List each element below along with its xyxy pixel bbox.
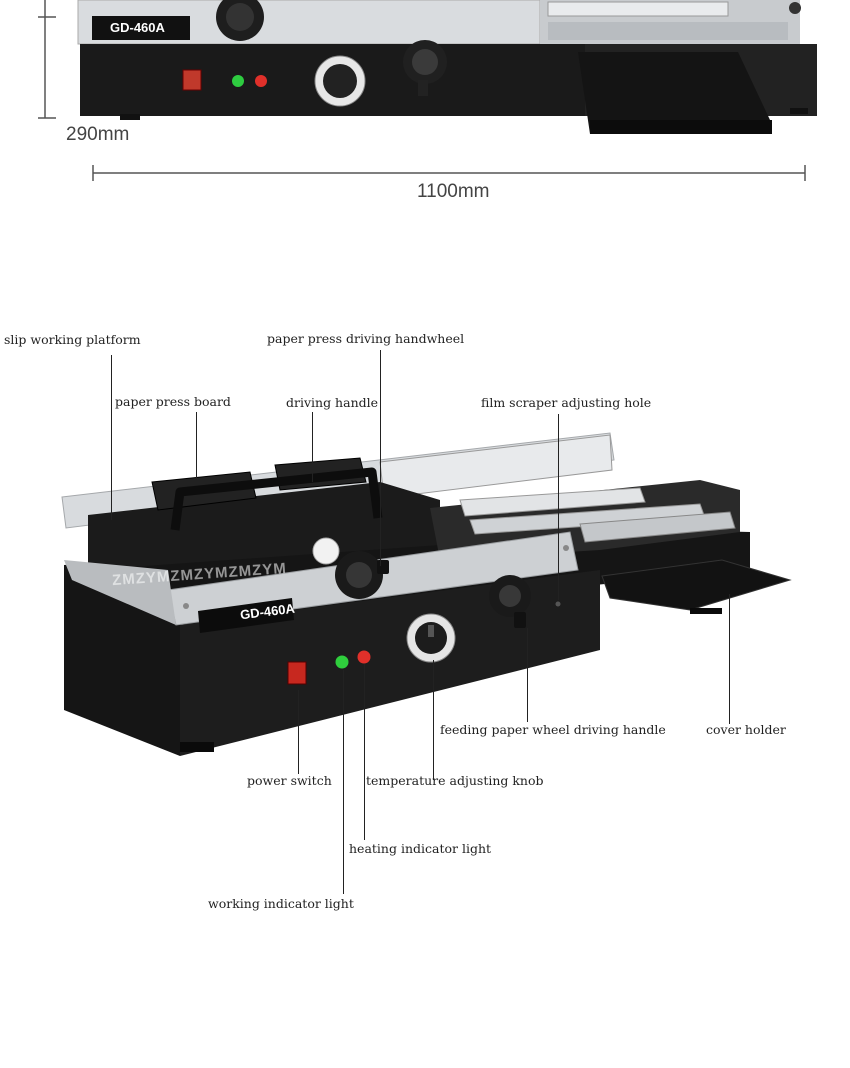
label-paper-press-board: paper press board (115, 394, 231, 409)
leader-power-switch (298, 690, 299, 774)
leader-slip-platform (111, 355, 112, 520)
leader-heating-light (364, 664, 365, 840)
top-machine-illustration (38, 0, 817, 181)
label-working-indicator-light: working indicator light (208, 896, 354, 911)
binding-machine-illustration (61, 432, 792, 756)
label-temperature-adjusting-knob: temperature adjusting knob (366, 773, 544, 788)
label-feeding-paper-wheel-driving-handle: feeding paper wheel driving handle (440, 722, 666, 737)
main-machine-view: GD-460A ZMZYMZMZYMZMZYM (0, 420, 850, 770)
leader-feed-handle (527, 628, 528, 722)
top-model-plate-text: GD-460A (110, 20, 165, 35)
label-film-scraper-adjusting-hole: film scraper adjusting hole (481, 395, 652, 410)
height-dimension-label: 290mm (66, 124, 130, 145)
label-heating-indicator-light: heating indicator light (349, 841, 492, 856)
leader-scraper-hole (558, 414, 559, 600)
label-cover-holder: cover holder (706, 722, 786, 737)
label-driving-handle: driving handle (286, 395, 379, 410)
label-paper-press-driving-handwheel: paper press driving handwheel (267, 331, 465, 346)
label-slip-working-platform: slip working platform (4, 332, 141, 347)
leader-working-light (343, 670, 344, 894)
top-machine-view: GD-460A 290mm 1100mm (0, 0, 850, 215)
leader-cover-holder (729, 594, 730, 724)
leader-temp-knob (433, 660, 434, 780)
label-power-switch: power switch (247, 773, 332, 788)
leader-driving-handle (312, 412, 313, 482)
leader-handwheel (380, 350, 381, 566)
width-dimension-label: 1100mm (417, 181, 490, 202)
leader-press-board (196, 412, 197, 484)
